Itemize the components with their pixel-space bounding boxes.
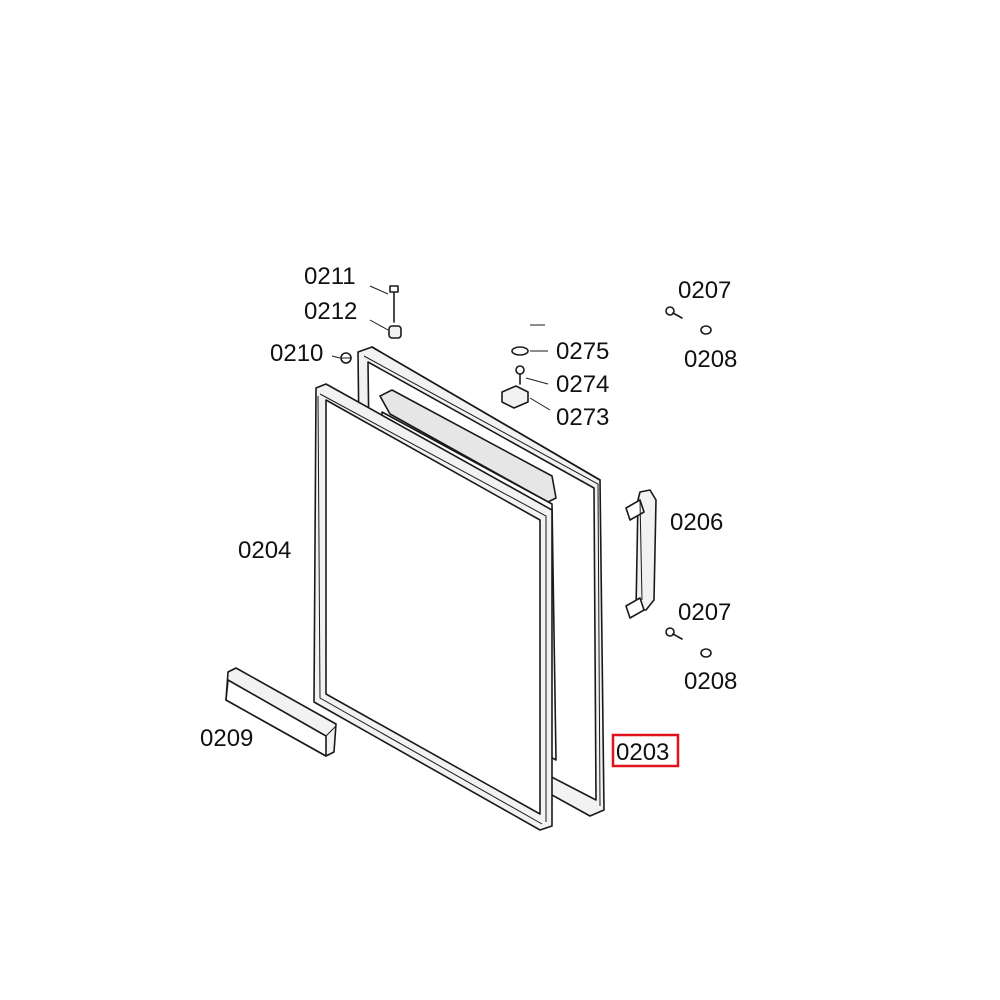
washer-0275 (511, 346, 529, 356)
label-0203: 0203 (616, 739, 669, 766)
label-0206: 0206 (670, 509, 723, 536)
screw-0274 (515, 365, 525, 385)
label-0274: 0274 (556, 371, 609, 398)
label-0211: 0211 (304, 263, 356, 290)
door-handle (625, 489, 657, 619)
washer-0208-top (700, 325, 712, 335)
label-0273: 0273 (556, 404, 609, 431)
leader-lines (331, 285, 551, 411)
label-0212: 0212 (304, 298, 357, 325)
label-0207-bottom: 0207 (678, 599, 731, 626)
label-0275: 0275 (556, 338, 609, 365)
label-0209: 0209 (200, 725, 253, 752)
door-gasket (313, 383, 553, 831)
washer-0208-bottom (700, 648, 712, 658)
hinge-pin-0211 (389, 285, 399, 323)
screw-0210 (340, 352, 352, 364)
screw-0207-top (665, 306, 683, 319)
highlight-0203: 0203 (611, 733, 680, 768)
label-0208-bottom: 0208 (684, 668, 737, 695)
label-0208-top: 0208 (684, 346, 737, 373)
screw-0207-bottom (665, 627, 683, 640)
label-0210: 0210 (270, 340, 323, 367)
bushing-0212 (388, 325, 402, 339)
label-0207-top: 0207 (678, 277, 731, 304)
label-0204: 0204 (238, 537, 291, 564)
hinge-block-0273 (501, 385, 529, 409)
kick-plate (225, 667, 337, 757)
